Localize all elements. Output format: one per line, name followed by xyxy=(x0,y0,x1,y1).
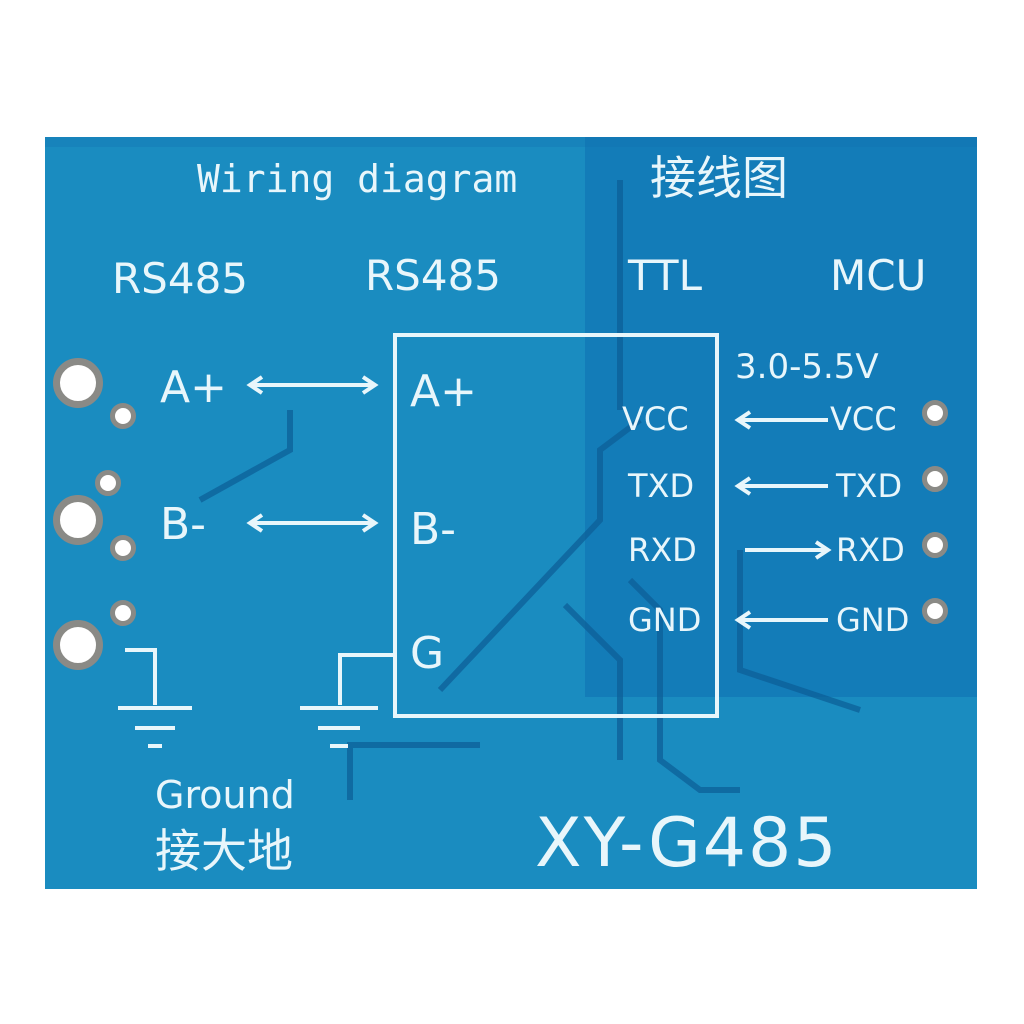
terminal-pad-a xyxy=(53,358,103,408)
header-ttl: TTL xyxy=(628,251,702,300)
ground-symbol-left xyxy=(118,706,192,748)
ttl-gnd: GND xyxy=(628,601,702,639)
pin-header-vcc xyxy=(922,400,948,426)
terminal-hole-b xyxy=(110,535,136,561)
terminal-pad-g xyxy=(53,620,103,670)
terminal-hole-a xyxy=(110,403,136,429)
board-edge xyxy=(45,137,977,147)
gnd-arrow xyxy=(734,610,828,630)
rxd-arrow xyxy=(745,540,832,560)
label-b-minus: B- xyxy=(160,499,207,550)
trace xyxy=(437,417,642,693)
terminal-hole-b-top xyxy=(95,470,121,496)
ttl-vcc: VCC xyxy=(622,400,689,438)
pin-header-txd xyxy=(922,466,948,492)
model-label: XY-G485 xyxy=(535,804,839,883)
a-bidirectional-arrow xyxy=(246,375,379,395)
pin-header-rxd xyxy=(922,532,948,558)
header-rs485-box: RS485 xyxy=(365,251,502,300)
header-rs485-left: RS485 xyxy=(112,254,249,303)
ground-symbol-right xyxy=(300,706,378,748)
ttl-rxd: RXD xyxy=(628,531,697,569)
converter-box xyxy=(393,333,719,718)
pin-header-gnd xyxy=(922,598,948,624)
box-label-a-plus: A+ xyxy=(410,366,477,417)
pcb-board xyxy=(45,137,977,889)
mcu-vcc: VCC xyxy=(830,400,897,438)
trace xyxy=(347,742,480,800)
header-mcu: MCU xyxy=(830,251,927,300)
trace xyxy=(627,577,740,793)
mcu-txd: TXD xyxy=(836,467,903,505)
ground-line-left xyxy=(125,648,157,705)
ground-label-en: Ground xyxy=(155,773,295,817)
trace xyxy=(562,602,623,760)
ground-label-cn: 接大地 xyxy=(155,824,293,878)
mcu-rxd: RXD xyxy=(836,531,905,569)
trace xyxy=(198,410,293,503)
voltage-label: 3.0-5.5V xyxy=(735,347,879,387)
title-cn: 接线图 xyxy=(650,151,788,205)
box-label-b-minus: B- xyxy=(410,504,457,555)
txd-arrow xyxy=(734,476,828,496)
terminal-pad-b xyxy=(53,495,103,545)
ground-line-right xyxy=(338,653,393,705)
title-en: Wiring diagram xyxy=(197,157,518,201)
terminal-hole-g-top xyxy=(110,600,136,626)
mcu-gnd: GND xyxy=(836,601,910,639)
label-a-plus: A+ xyxy=(160,362,227,413)
ttl-txd: TXD xyxy=(628,467,695,505)
box-label-g: G xyxy=(410,628,445,679)
vcc-arrow xyxy=(734,410,828,430)
trace xyxy=(737,550,861,713)
b-bidirectional-arrow xyxy=(246,513,379,533)
